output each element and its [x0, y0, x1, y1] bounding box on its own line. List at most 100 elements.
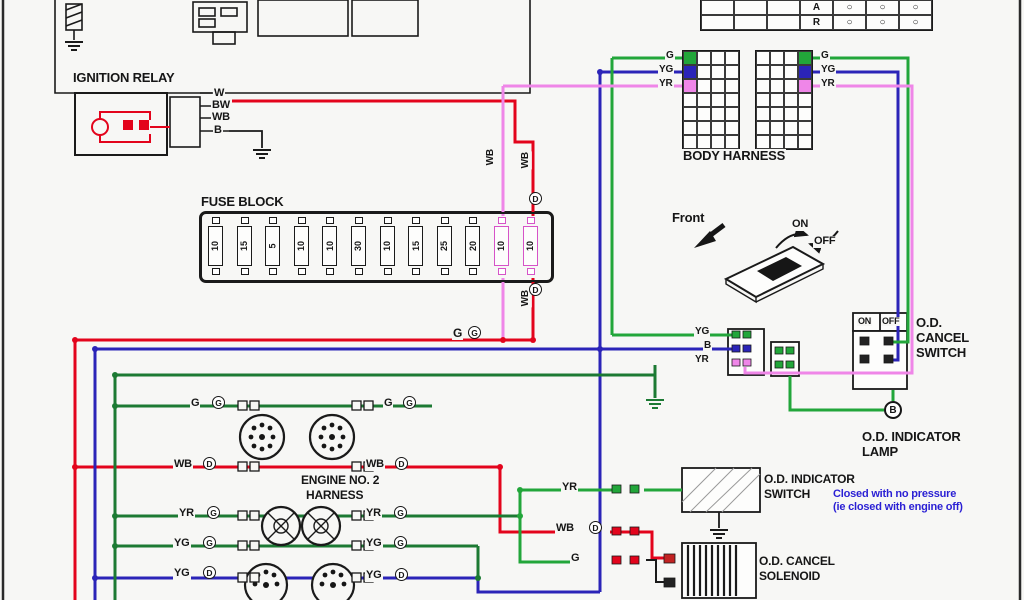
circled-d-row-yg2-right: D: [395, 568, 408, 581]
terminal-table: A○○○R○○○: [700, 0, 933, 31]
fuse-slot: 15: [408, 216, 424, 278]
fuse-slot: 20: [465, 216, 481, 278]
circled-b-lamp: B: [884, 401, 902, 419]
on-arrow: [775, 225, 809, 249]
pin-label-b: B: [213, 124, 223, 137]
terminal-table-cell: R: [800, 15, 833, 30]
right-grid-pin-g: G: [820, 50, 830, 62]
circled-d-wb-mid: D: [589, 521, 602, 534]
terminal-table-cell: ○: [899, 0, 932, 15]
conn-pin-yg: YG: [694, 326, 711, 338]
fuse-slot: 10: [522, 216, 539, 278]
right-grid-pin-yg: YG: [820, 64, 837, 76]
right-grid-pin-yr: YR: [820, 78, 836, 90]
harness-grid-cell: [683, 121, 697, 135]
harness-grid-cell: [784, 93, 798, 107]
fuse-rating: 10: [324, 240, 335, 252]
harness-grid-cell: [725, 79, 739, 93]
left-grid-pin-g: G: [665, 50, 675, 62]
harness-grid-cell: [756, 93, 770, 107]
dash-assembly: [54, 0, 531, 94]
fuse-rating: 15: [239, 240, 250, 252]
fuse-rating: 10: [525, 240, 536, 252]
harness-grid-cell: [798, 107, 812, 121]
harness-grid-cell: [683, 135, 697, 149]
fuse-slot: 25: [436, 216, 453, 278]
harness-grid-cell: [725, 121, 739, 135]
terminal-table-cell: ○: [899, 15, 932, 30]
row-g-right: G: [383, 397, 394, 410]
od-cancel-switch-label-3: SWITCH: [915, 345, 968, 360]
harness-grid-cell: [725, 135, 739, 149]
terminal-table-cell: ○: [866, 15, 899, 30]
row-yg2-left: YG: [173, 567, 191, 580]
left-grid-pin-yr: YR: [658, 78, 674, 90]
row-yg1-right: YG: [365, 537, 383, 550]
note-line-2: (ie closed with engine off): [832, 501, 964, 514]
wire-label-yr-mid: YR: [561, 481, 578, 494]
fuse-slot: 10: [322, 216, 338, 278]
wire-label-wb-vert-1: WB: [484, 148, 497, 167]
harness-grid-cell: [697, 65, 711, 79]
harness-grid-cell: [725, 93, 739, 107]
fuse-rating: 10: [496, 240, 507, 252]
fuse-rating: 30: [353, 240, 364, 252]
wire-label-g-bottom: G: [570, 552, 581, 565]
body-harness-connector-left: [682, 50, 740, 150]
harness-grid-cell: [697, 51, 711, 65]
harness-grid-cell: [697, 93, 711, 107]
terminal-table-cell: [734, 15, 767, 30]
crosshatch-connector-pattern: [267, 512, 335, 540]
terminal-table-cell: [767, 0, 800, 15]
terminal-table-cell: [701, 0, 734, 15]
circled-d-fuse-bottom: D: [529, 283, 542, 296]
harness-grid-cell: [711, 65, 725, 79]
cancel-switch-cell-on: ON: [857, 316, 873, 327]
body-harness-connector-right: [755, 50, 813, 150]
ignition-relay-label: IGNITION RELAY: [72, 70, 176, 85]
solenoid-stripes: [686, 545, 738, 596]
fuse-rating: 15: [410, 240, 421, 252]
harness-grid-cell: [784, 107, 798, 121]
harness-grid-cell: [711, 121, 725, 135]
fuse-rating: 10: [296, 240, 307, 252]
circled-d-row-wb-right: D: [395, 457, 408, 470]
harness-grid-cell: [798, 93, 812, 107]
harness-grid-cell: [756, 51, 770, 65]
od-indicator-switch-label-2: SWITCH: [763, 487, 812, 501]
wire-label-g-mid: G: [452, 326, 464, 340]
od-indicator-lamp-label-1: O.D. INDICATOR: [861, 429, 962, 444]
harness-grid-cell: [725, 107, 739, 121]
fuse-rating: 25: [439, 240, 450, 252]
terminal-table-cell: ○: [866, 0, 899, 15]
terminal-table-cell: [701, 15, 734, 30]
harness-grid-cell: [725, 65, 739, 79]
harness-grid-cell: [711, 93, 725, 107]
circled-g-row-yg1-right: G: [394, 536, 407, 549]
fuse-slot: 10: [293, 216, 310, 278]
harness-grid-cell: [697, 121, 711, 135]
harness-grid-cell: [697, 79, 711, 93]
harness-grid-cell: [756, 135, 770, 149]
circled-d-row-wb-left: D: [203, 457, 216, 470]
harness-grid-cell: [770, 135, 784, 149]
harness-grid-cell: [784, 51, 798, 65]
fuse-slot: 10: [379, 216, 396, 278]
harness-grid-cell: [798, 135, 812, 149]
row-yr-left: YR: [178, 507, 195, 520]
harness-grid-cell: [784, 121, 798, 135]
terminal-pins: [611, 330, 894, 588]
harness-grid-cell: [683, 107, 697, 121]
harness-grid-cell: [770, 107, 784, 121]
od-cancel-solenoid-label-2: SOLENOID: [758, 569, 822, 583]
ignition-relay: [74, 92, 263, 156]
harness-grid-cell: [683, 51, 697, 65]
wire-label-wb-vert-2: WB: [519, 151, 532, 170]
indicator-switch-hatch: [681, 467, 761, 513]
harness-grid-cell: [697, 107, 711, 121]
round-connectors: [238, 413, 356, 600]
row-yg2-right: YG: [365, 569, 383, 582]
